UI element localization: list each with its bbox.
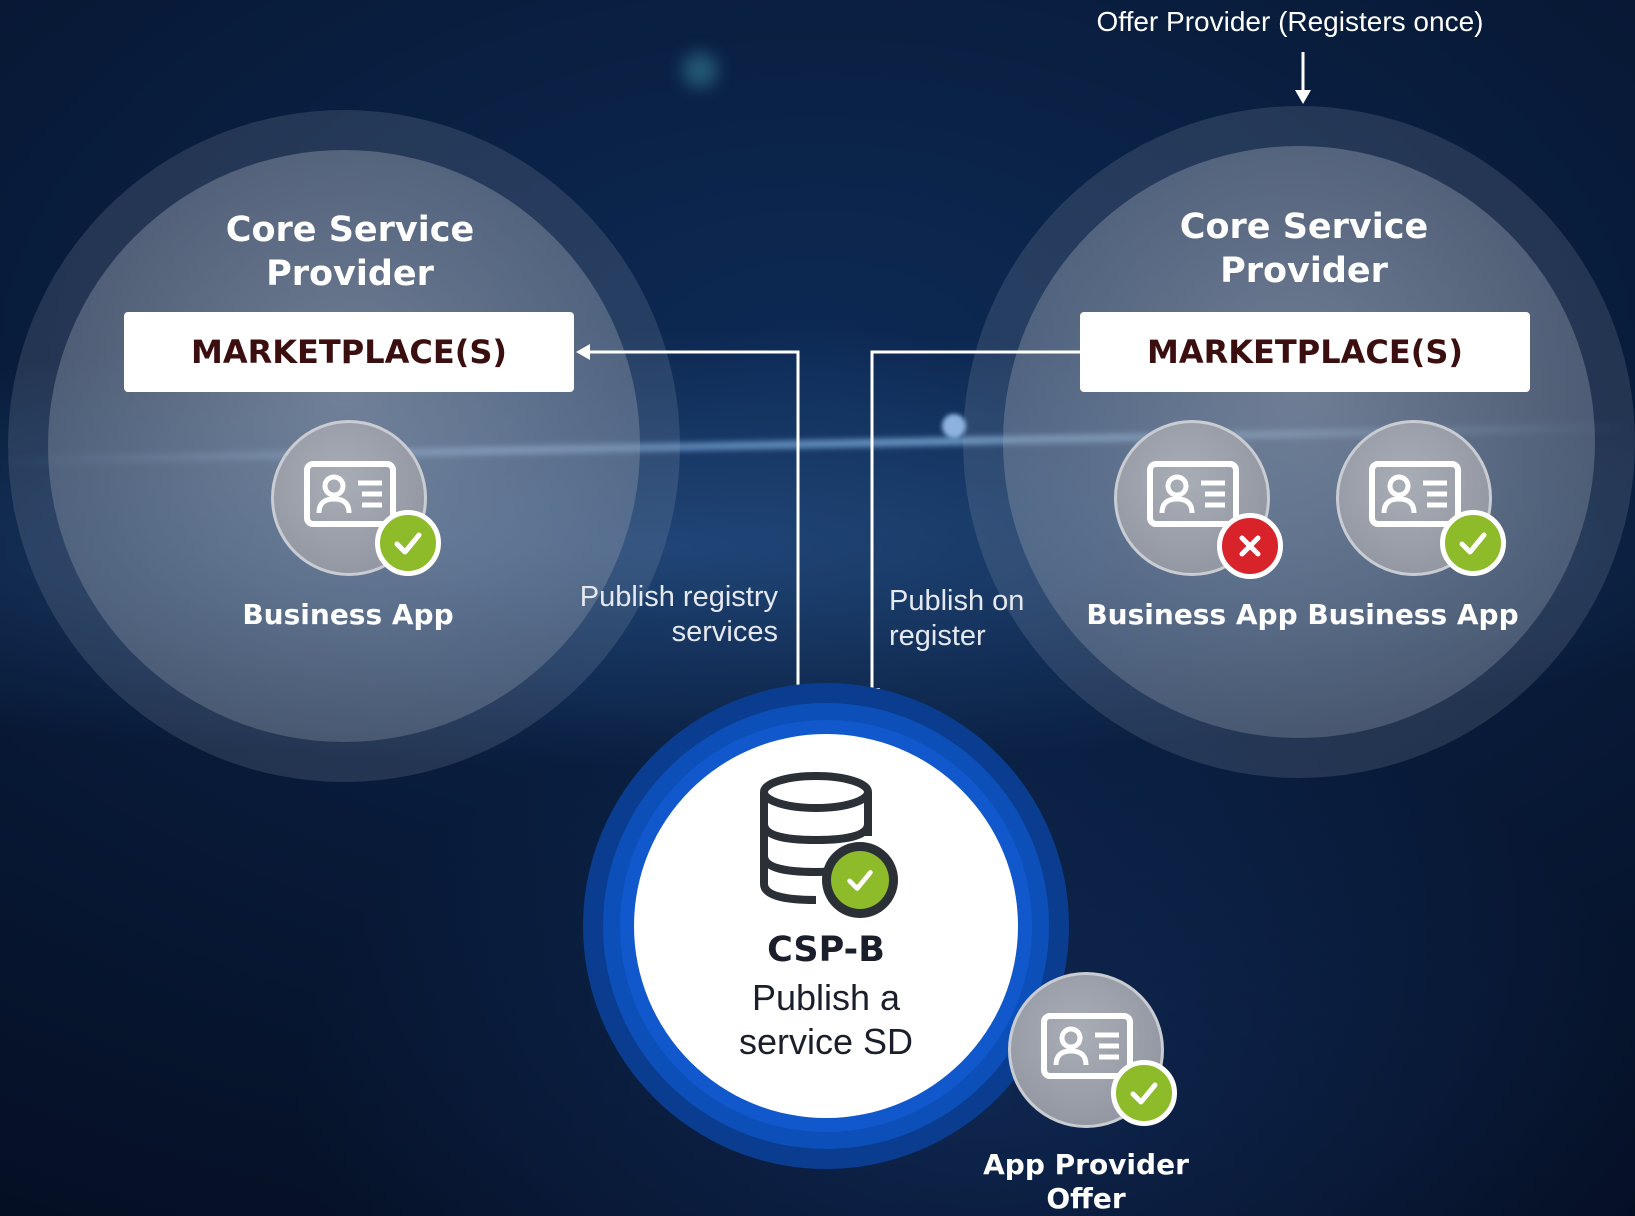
csp-b-node[interactable]	[634, 734, 1018, 1118]
left-provider-title: Core Service Provider	[140, 208, 560, 296]
check-icon	[1440, 510, 1506, 576]
background-glow-dot	[942, 414, 966, 438]
cross-icon	[1217, 513, 1283, 579]
offer-provider-arrowhead	[1295, 90, 1311, 104]
left-provider-title-line1: Core Service	[225, 210, 475, 250]
right-business-app-1-label: Business App	[1086, 598, 1298, 631]
publish-registry-label: Publish registry services	[560, 580, 778, 650]
app-provider-offer-label: App Provider Offer	[966, 1148, 1206, 1216]
csp-b-name: CSP-B	[767, 930, 885, 970]
check-icon	[375, 510, 441, 576]
id-card-icon	[1369, 461, 1461, 527]
csp-b-description-line1: Publish a	[751, 977, 901, 1018]
publish-on-register-label: Publish on register	[889, 584, 1089, 654]
background-glow-dot	[682, 52, 718, 88]
publish-registry-connector	[590, 350, 800, 700]
right-provider-inner-circle	[1003, 146, 1595, 738]
database-check-icon	[822, 842, 898, 918]
publish-registry-label-line2: services	[671, 616, 778, 648]
app-provider-offer-label-line1: App Provider	[983, 1148, 1189, 1181]
id-card-icon	[1041, 1013, 1133, 1079]
offer-provider-label: Offer Provider (Registers once)	[1096, 6, 1484, 37]
right-marketplace-box[interactable]: MARKETPLACE(S)	[1080, 312, 1530, 392]
right-provider-outer-circle	[963, 106, 1635, 778]
publish-registry-label-line1: Publish registry	[579, 581, 778, 613]
right-provider-title-line1: Core Service	[1179, 207, 1429, 247]
csp-b-description-line2: service SD	[738, 1021, 914, 1062]
id-card-icon	[1147, 461, 1239, 527]
app-provider-offer-label-line2: Offer	[1046, 1182, 1126, 1215]
check-icon	[1111, 1060, 1177, 1126]
right-provider-title: Core Service Provider	[1094, 205, 1514, 293]
publish-on-register-label-line2: register	[889, 620, 986, 652]
database-icon	[760, 772, 872, 904]
right-provider-title-line2: Provider	[1220, 251, 1388, 291]
left-provider-title-line2: Provider	[266, 254, 434, 294]
right-business-app-2-label: Business App	[1307, 598, 1519, 631]
publish-on-register-connector	[870, 350, 1080, 690]
id-card-icon	[304, 461, 396, 527]
publish-on-register-label-line1: Publish on	[889, 585, 1025, 617]
publish-registry-arrowhead	[576, 344, 590, 360]
left-marketplace-box[interactable]: MARKETPLACE(S)	[124, 312, 574, 392]
app-provider-offer-icon[interactable]	[1008, 972, 1164, 1128]
csp-b-description: Publish a service SD	[676, 976, 976, 1064]
left-business-app-label: Business App	[242, 598, 454, 631]
